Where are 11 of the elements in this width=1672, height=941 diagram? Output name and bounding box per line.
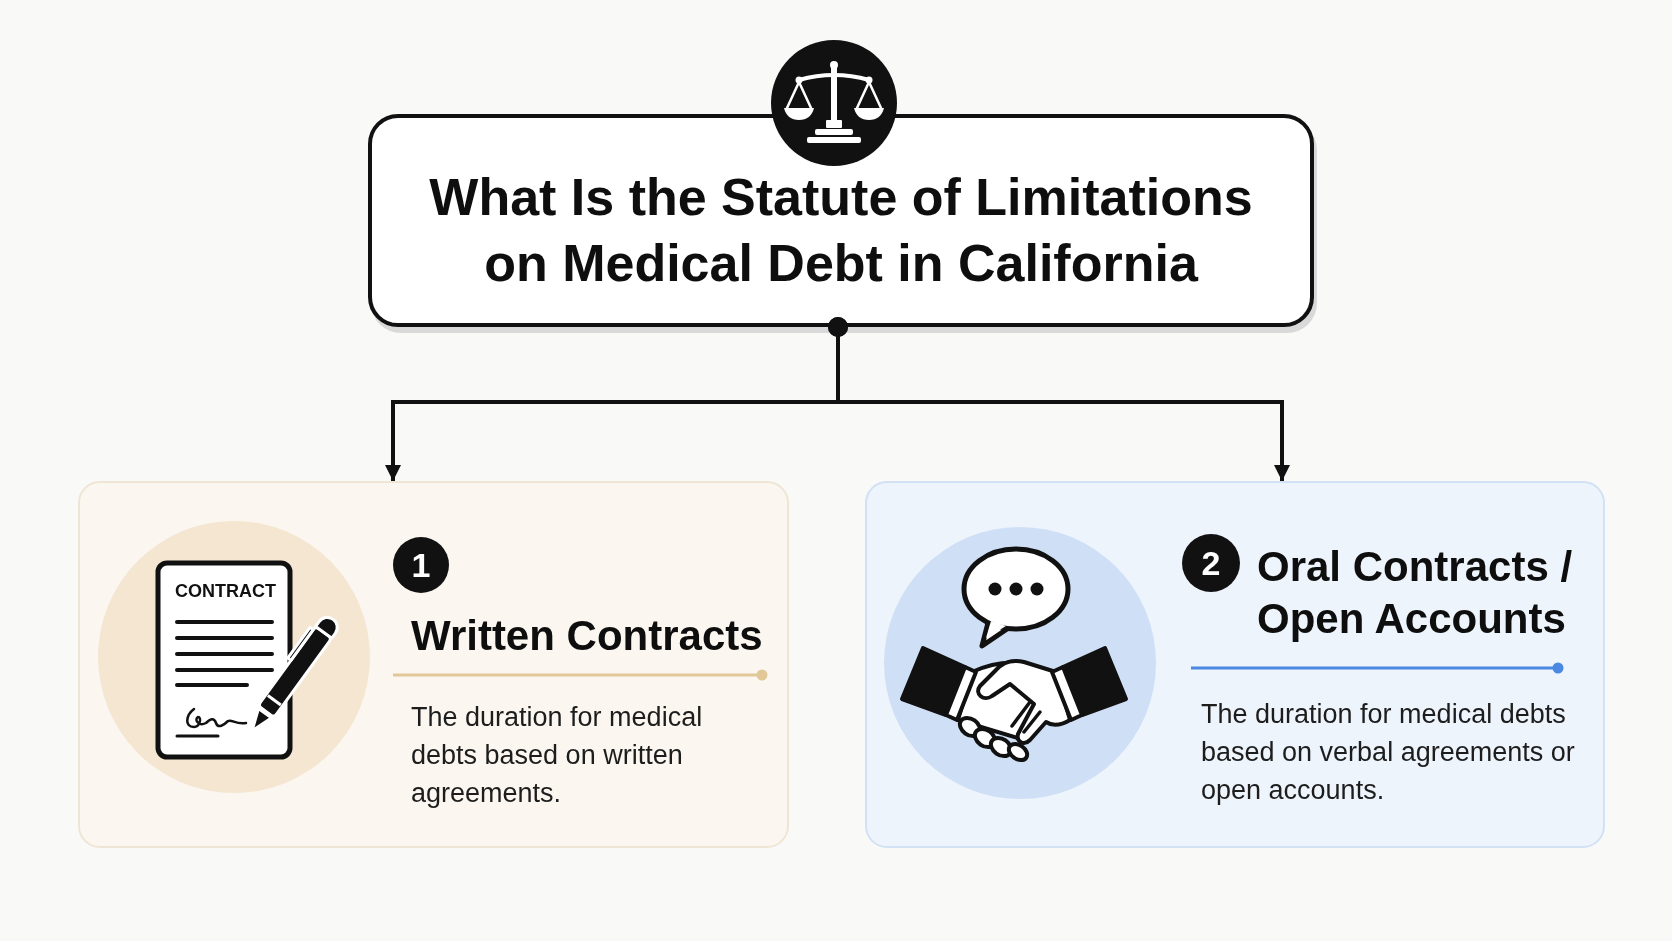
document-heading: CONTRACT [175,581,276,601]
info-card [865,481,1605,848]
connector-arrow [828,317,1290,481]
card-description: The duration for medical debts based on written agreements. [411,701,704,810]
step-number: 1 [393,537,449,593]
question-heading: What Is the Statute of Limitations on Medical Debt in California [428,166,1254,294]
info-card [78,481,789,848]
step-number: 2 [1182,534,1240,592]
card-heading: Written Contracts [411,611,764,661]
card-description: The duration for medical debts based on verbal agreements or open accounts. [1201,698,1576,807]
card-heading: Oral Contracts / Open Accounts [1257,542,1574,644]
